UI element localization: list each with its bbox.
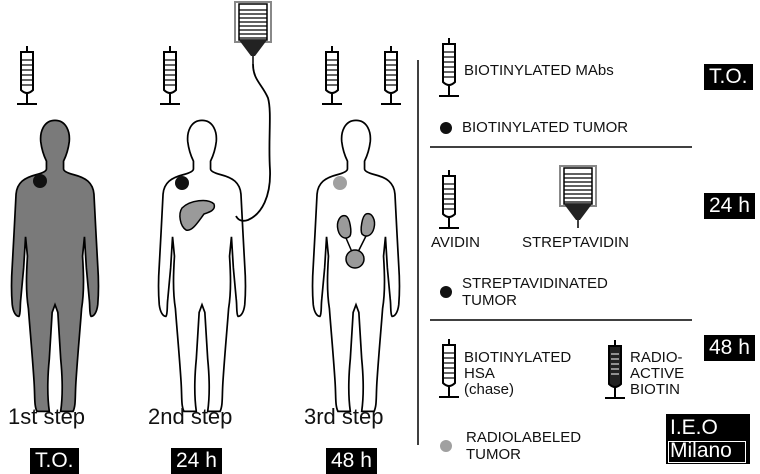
logo-line1: I.E.O bbox=[670, 417, 718, 439]
step3-label: 3rd step bbox=[304, 404, 384, 430]
tumor-dot-legend1 bbox=[440, 122, 452, 134]
legend-streptavidinated-line1: STREPTAVIDINATED bbox=[462, 276, 608, 292]
legend-hsa-line2: HSA bbox=[464, 366, 495, 382]
tumor-dot-legend2 bbox=[440, 286, 452, 298]
figure-step1 bbox=[12, 120, 99, 411]
logo-line2: Milano bbox=[670, 440, 732, 462]
legend-badge-t0: T.O. bbox=[704, 64, 753, 90]
tumor-dot-step1 bbox=[33, 174, 47, 188]
legend-radiolabeled-line1: RADIOLABELED bbox=[466, 430, 581, 446]
legend-avidin: AVIDIN bbox=[431, 235, 480, 251]
syringe-icon-legend-hsa bbox=[439, 339, 459, 397]
legend-biotin-line3: BIOTIN bbox=[630, 382, 680, 398]
figure-step2 bbox=[159, 120, 246, 411]
step2-label: 2nd step bbox=[148, 404, 232, 430]
syringe-icon-legend-mabs bbox=[439, 38, 459, 96]
streptavidin-icon bbox=[560, 166, 596, 228]
kidney-right bbox=[361, 214, 374, 236]
legend-biotin-line2: ACTIVE bbox=[630, 366, 684, 382]
tumor-dot-legend3 bbox=[440, 440, 452, 452]
step3-badge: 48 h bbox=[326, 448, 377, 474]
syringe-icon-step1 bbox=[17, 46, 37, 104]
step2-badge: 24 h bbox=[171, 448, 222, 474]
syringe-icon-step2 bbox=[160, 46, 180, 104]
legend-badge-48h: 48 h bbox=[704, 335, 755, 361]
infusion-bag-icon bbox=[235, 2, 271, 64]
syringe-icon-step3b bbox=[381, 46, 401, 104]
step1-label: 1st step bbox=[8, 404, 85, 430]
syringe-icon-legend-biotin bbox=[605, 340, 625, 398]
legend-biotinylated-tumor: BIOTINYLATED TUMOR bbox=[462, 120, 628, 136]
legend-biotin-line1: RADIO- bbox=[630, 350, 683, 366]
syringe-icon-step3a bbox=[322, 46, 342, 104]
bladder bbox=[346, 250, 364, 268]
kidney-left bbox=[337, 216, 350, 238]
legend-badge-24h: 24 h bbox=[704, 193, 755, 219]
legend-biotinylated-mabs: BIOTINYLATED MAbs bbox=[464, 63, 614, 79]
legend-radiolabeled-line2: TUMOR bbox=[466, 447, 521, 463]
syringe-icon-legend-avidin bbox=[439, 170, 459, 228]
legend-hsa-line1: BIOTINYLATED bbox=[464, 350, 571, 366]
ieo-logo: I.E.O Milano bbox=[666, 414, 750, 464]
legend-hsa-line3: (chase) bbox=[464, 382, 514, 398]
step1-badge: T.O. bbox=[30, 448, 79, 474]
tumor-dot-step3 bbox=[333, 176, 347, 190]
legend-streptavidin: STREPTAVIDIN bbox=[522, 235, 629, 251]
legend-streptavidinated-line2: TUMOR bbox=[462, 293, 517, 309]
tumor-dot-step2 bbox=[175, 176, 189, 190]
